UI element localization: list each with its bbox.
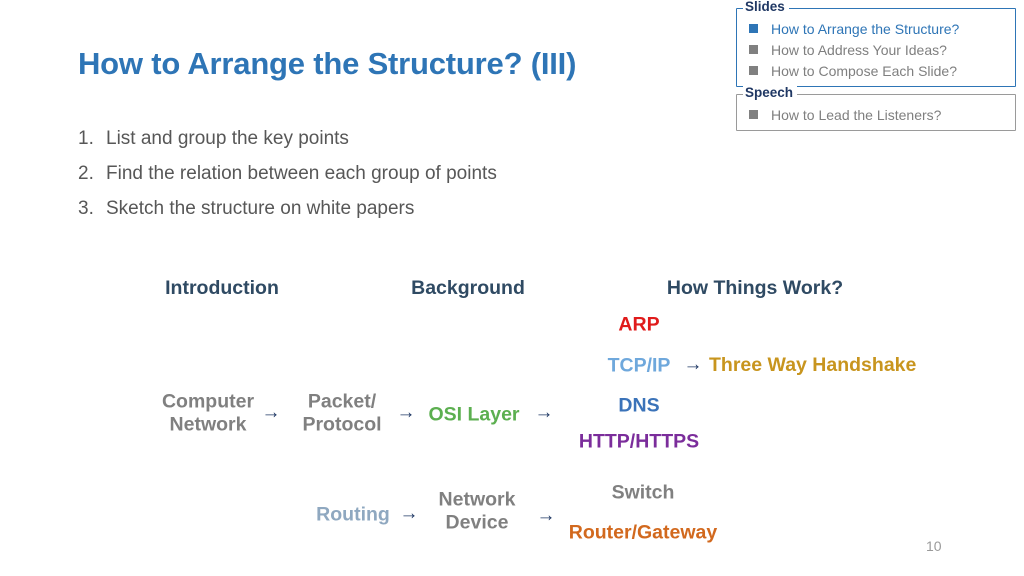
square-bullet-icon xyxy=(749,24,758,33)
outline-navigation: Slides How to Arrange the Structure? How… xyxy=(736,0,1016,138)
arrow-icon: → xyxy=(396,401,416,423)
diagram-node-computer-network: Computer Network xyxy=(162,390,254,435)
list-item: 3. Sketch the structure on white papers xyxy=(78,198,698,233)
arrow-icon: → xyxy=(261,401,281,423)
diagram-node-three-way-handshake: Three Way Handshake xyxy=(709,354,917,376)
diagram-node-line: Network xyxy=(438,488,516,511)
speech-section-box: Speech How to Lead the Listeners? xyxy=(736,86,1016,131)
diagram-node-line: Network xyxy=(169,413,247,435)
diagram-node-switch: Switch xyxy=(611,481,675,504)
diagram-column-header-how-things-work: How Things Work? xyxy=(666,277,844,299)
nav-item-label: How to Compose Each Slide? xyxy=(771,62,957,79)
arrow-icon: → xyxy=(683,353,703,375)
numbered-list: 1. List and group the key points 2. Find… xyxy=(78,128,698,233)
square-bullet-icon xyxy=(749,45,758,54)
diagram-node-network-device: Network Device xyxy=(439,488,516,533)
diagram-column-header-background: Background xyxy=(411,277,525,299)
diagram-node-routing: Routing xyxy=(316,503,390,526)
nav-item-lead-listeners[interactable]: How to Lead the Listeners? xyxy=(743,104,1009,125)
nav-item-arrange-structure[interactable]: How to Arrange the Structure? xyxy=(743,18,1009,39)
nav-item-label: How to Address Your Ideas? xyxy=(771,41,947,58)
nav-item-label: How to Arrange the Structure? xyxy=(771,20,960,37)
list-item-number: 2. xyxy=(78,163,94,184)
diagram-node-line: Device xyxy=(445,511,509,533)
list-item-number: 3. xyxy=(78,198,94,219)
diagram-node-line: Packet/ xyxy=(307,390,377,413)
diagram-node-dns: DNS xyxy=(618,394,660,417)
diagram-node-line: Computer xyxy=(161,390,255,413)
diagram-column-header-introduction: Introduction xyxy=(165,277,279,299)
arrow-icon: → xyxy=(399,502,419,524)
diagram-node-packet-protocol: Packet/ Protocol xyxy=(302,390,381,435)
list-item: 1. List and group the key points xyxy=(78,128,698,163)
diagram-node-tcp-ip: TCP/IP xyxy=(607,354,671,377)
square-bullet-icon xyxy=(749,110,758,119)
list-item-label: Find the relation between each group of … xyxy=(106,163,497,184)
list-item-label: List and group the key points xyxy=(106,128,349,149)
nav-item-label: How to Lead the Listeners? xyxy=(771,106,942,123)
arrow-icon: → xyxy=(534,401,554,423)
square-bullet-icon xyxy=(749,66,758,75)
nav-item-address-ideas[interactable]: How to Address Your Ideas? xyxy=(743,39,1009,60)
slides-section-box: Slides How to Arrange the Structure? How… xyxy=(736,0,1016,87)
diagram-node-http-https: HTTP/HTTPS xyxy=(578,430,700,453)
list-item-label: Sketch the structure on white papers xyxy=(106,198,415,219)
page-title: How to Arrange the Structure? (III) xyxy=(78,46,577,81)
speech-section-legend: Speech xyxy=(743,86,798,100)
nav-item-compose-slide[interactable]: How to Compose Each Slide? xyxy=(743,60,1009,81)
diagram-node-arp: ARP xyxy=(618,313,660,336)
page-number: 10 xyxy=(926,538,942,554)
diagram-node-router-gateway: Router/Gateway xyxy=(568,521,718,544)
slides-section-legend: Slides xyxy=(743,0,789,14)
list-item: 2. Find the relation between each group … xyxy=(78,163,698,198)
arrow-icon: → xyxy=(536,504,556,526)
list-item-number: 1. xyxy=(78,128,94,149)
diagram-node-osi-layer: OSI Layer xyxy=(428,403,520,426)
diagram-node-line: Protocol xyxy=(302,413,382,435)
